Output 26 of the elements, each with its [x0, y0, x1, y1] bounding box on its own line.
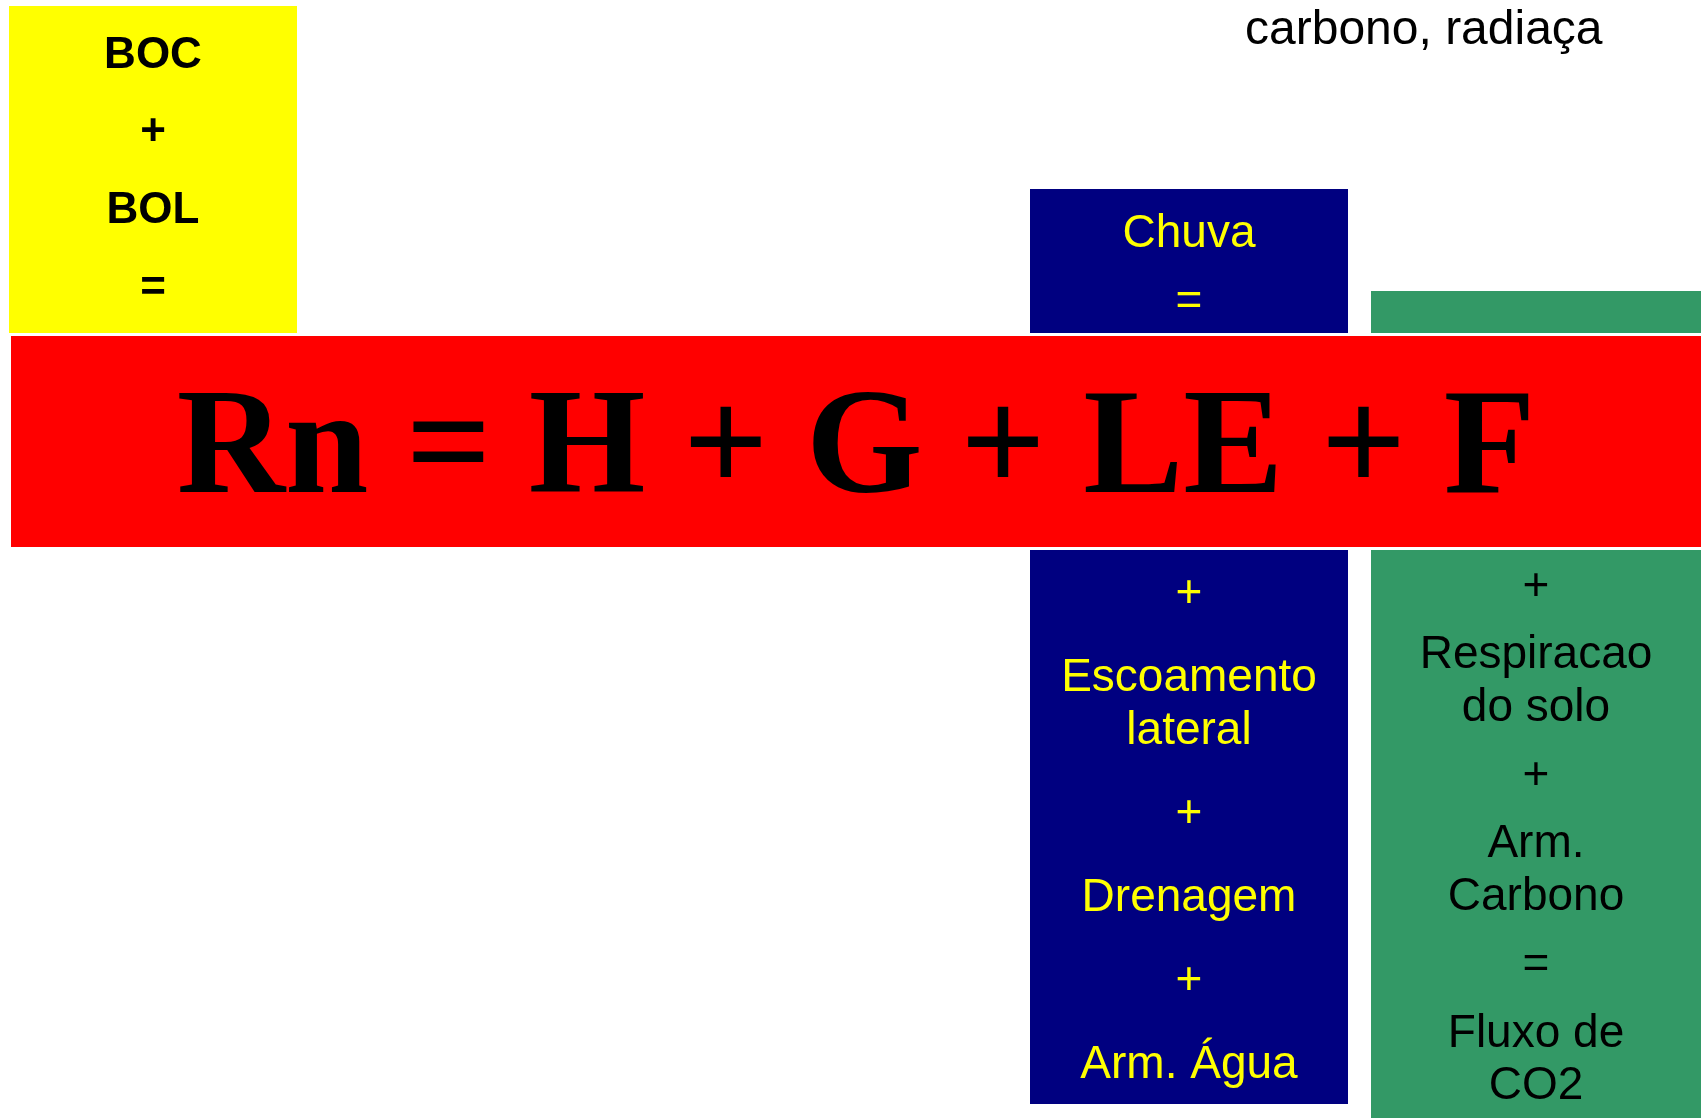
equation-text: Rn = H + G + LE + F: [176, 357, 1536, 527]
formula-panel: [1030, 189, 1348, 333]
formula-term: BOC: [104, 27, 202, 79]
equation-banner: [11, 336, 1701, 547]
formula-term: =: [1175, 272, 1203, 326]
formula-term: +: [140, 105, 166, 156]
empty-panel: [1371, 291, 1701, 333]
formula-term: +: [1522, 557, 1550, 611]
formula-term: +: [1522, 747, 1550, 800]
formula-term: Escoamento lateral: [1060, 648, 1318, 755]
formula-term: +: [1175, 785, 1203, 839]
formula-term: BOL: [106, 183, 200, 234]
formula-term: Fluxo de CO2: [1446, 1004, 1626, 1111]
formula-term: Arm. Carbono: [1446, 815, 1626, 921]
formula-term: =: [140, 260, 166, 312]
formula-term: Arm. Água: [1080, 1035, 1298, 1089]
formula-term: Respiracao do solo: [1418, 625, 1654, 732]
formula-panel: [1030, 550, 1348, 1104]
formula-panel: [9, 6, 297, 333]
formula-term: Drenagem: [1081, 868, 1297, 922]
formula-term: +: [1175, 565, 1203, 619]
formula-term: +: [1175, 952, 1203, 1006]
formula-term: Chuva: [1122, 204, 1256, 258]
heading-fragment: carbono, radiaça: [1245, 0, 1603, 55]
formula-panel: [1371, 550, 1701, 1118]
formula-term: =: [1522, 936, 1550, 990]
